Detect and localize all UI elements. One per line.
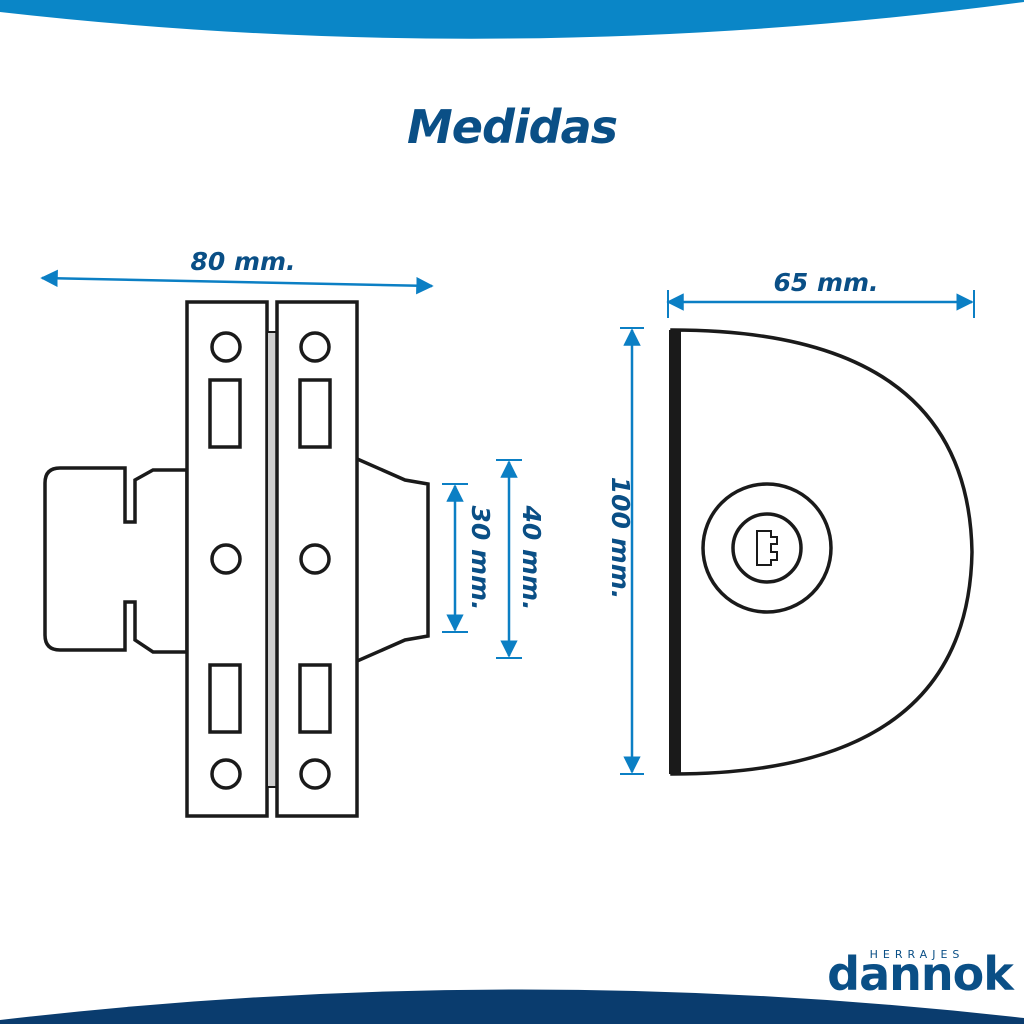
screw-hole [299,331,331,363]
dim-label-30: 30 mm. [466,505,495,610]
page-title: Medidas [407,100,617,154]
dim-label-100: 100 mm. [606,477,635,600]
screw-hole [299,543,331,575]
side-view [669,328,974,776]
lock-ring-inner [731,512,803,584]
keyhole-icon [756,530,778,566]
bottom-band [0,989,1024,1024]
dim-label-65: 65 mm. [773,268,878,297]
screw-hole [299,758,331,790]
front-view [43,300,430,818]
slot [208,378,242,449]
slot [208,663,242,734]
brand-logo: HERRAJES dannok [827,947,1016,1001]
brand-name: dannok [827,947,1015,1001]
knob-shape [43,466,189,654]
slot [298,378,332,449]
top-band [0,0,1024,39]
dim-label-80: 80 mm. [190,247,295,276]
slot [298,663,332,734]
brand-tagline: HERRAJES [870,948,965,961]
screw-hole [210,543,242,575]
dim-label-40: 40 mm. [517,504,546,610]
mount-plate [669,330,681,774]
right-knob-shape [353,455,430,665]
screw-hole [210,758,242,790]
dim-line-80 [40,269,434,295]
screw-hole [210,331,242,363]
